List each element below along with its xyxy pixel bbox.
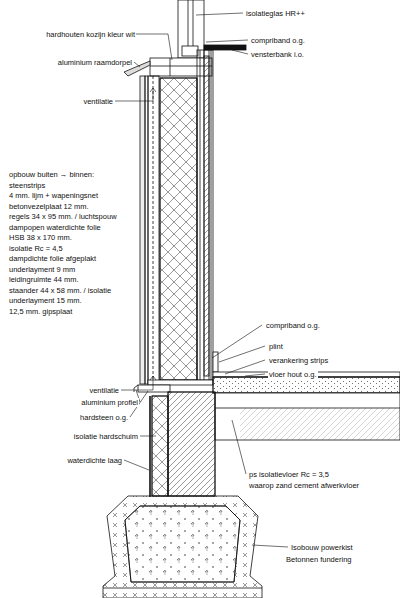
part-label: isolatie hardschuim: [73, 432, 139, 441]
part-label: compriband o.g.: [265, 321, 321, 330]
part-label: isolatieglas HR++: [245, 9, 306, 18]
part-label: underlayment 15 mm.: [8, 296, 83, 305]
part-label: verankering strips: [268, 356, 329, 365]
part-label: ps isolatievloer Rc = 3,5: [248, 470, 330, 479]
part-label: opbouw buiten → binnen:: [8, 170, 95, 179]
part-label: 4 mm. lijm + wapeningsnet: [8, 191, 99, 200]
part-label: isolatie Rc = 4,5: [8, 244, 64, 253]
part-label: aluminium profiel: [80, 398, 139, 407]
part-label: waterdichte laag: [66, 456, 123, 465]
part-label: leidingruimte 44 mm.: [8, 275, 80, 284]
part-label: regels 34 x 95 mm. / luchtspouw: [8, 212, 118, 221]
part-label: betonvezelplaat 12 mm.: [8, 202, 90, 211]
part-label: plint: [268, 342, 284, 351]
part-label: 12,5 mm. gipsplaat: [8, 307, 73, 316]
part-label: underlayment 9 mm: [8, 265, 76, 274]
part-label: ventilatie: [82, 97, 114, 106]
part-label: vloer hout o.g.: [268, 370, 318, 379]
part-label: Isobouw powerkist: [290, 543, 354, 552]
part-label: vensterbank i.o.: [250, 50, 305, 59]
part-label: staander 44 x 58 mm. / isolatie: [8, 286, 112, 295]
part-label: dampdichte folie afgeplakt: [8, 254, 97, 263]
part-label: ventilatie: [88, 386, 120, 395]
part-label: steenstrips: [8, 181, 46, 190]
part-label: hardsteen o.g.: [79, 413, 129, 422]
part-label: Betonnen fundering: [285, 555, 352, 564]
part-label: waarop zand cement afwerkvloer: [248, 481, 360, 490]
part-label: aluminium raamdorpel: [57, 58, 133, 67]
part-label: hardhouten kozijn kleur wit: [45, 30, 136, 39]
part-label: dampopen waterdichte folie: [8, 223, 102, 232]
part-label: HSB 38 x 170 mm.: [8, 233, 73, 242]
part-label: compriband o.g.: [250, 36, 306, 45]
